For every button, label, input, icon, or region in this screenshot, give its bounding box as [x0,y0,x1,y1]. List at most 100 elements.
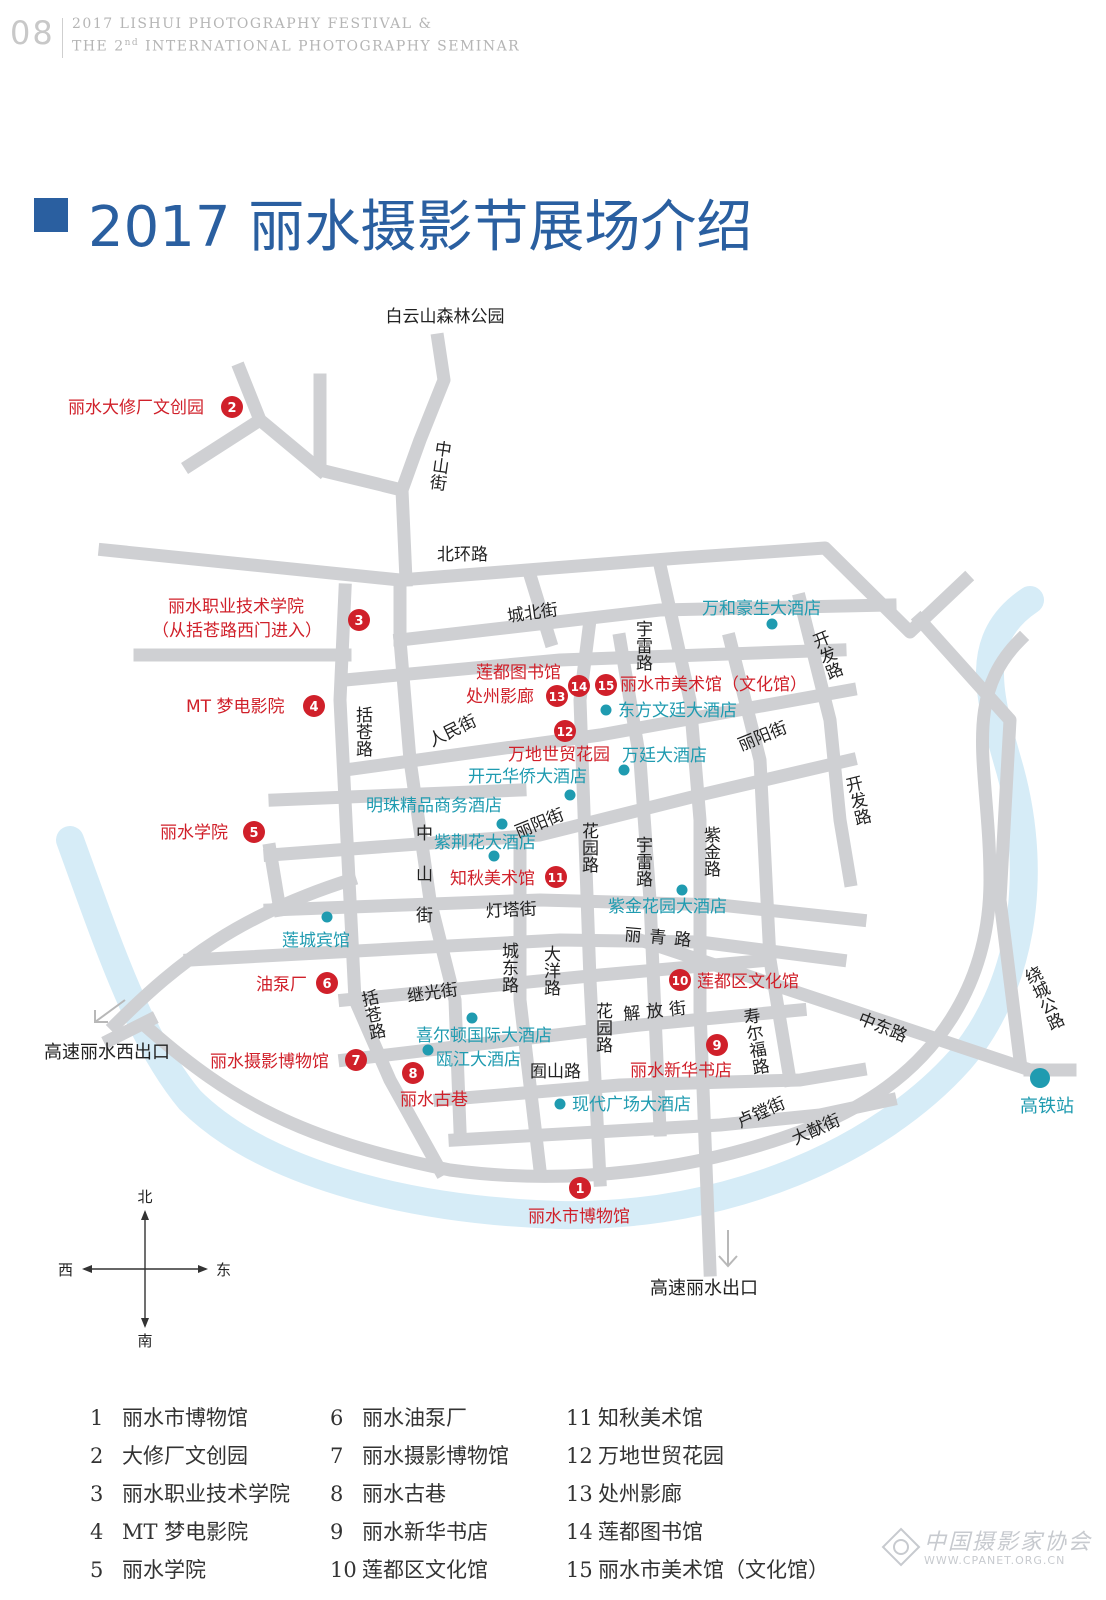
venue-number: 6 [322,977,331,992]
road-label: 北环路 [437,545,488,565]
compass-east: 东 [216,1261,231,1279]
road-label: 花园路 [592,1002,613,1053]
hotel-dot [600,704,612,716]
road-label: 人民街 [425,711,480,751]
venue-number: 15 [598,679,615,693]
hotel-dot [676,884,688,896]
compass-south: 南 [137,1332,152,1350]
city-map: 白云山森林公园 中山街 北环路 城北街 宇雷路 开发路 开发路 括苍路 人民街 … [44,307,1077,1350]
rail-station-label: 高铁站 [1020,1096,1074,1117]
hotel-dot [618,764,630,776]
venue-label-sub: （从括苍路西门进入） [152,621,322,641]
hotel-dot [766,618,778,630]
hotel-label: 万廷大酒店 [622,746,707,766]
watermark-logo-icon [881,1527,921,1567]
road-label: 灯塔街 [485,899,537,922]
venue-number: 14 [571,680,588,694]
road-label: 囿山路 [530,1062,581,1082]
venue-marker [348,609,370,631]
venue-label: 万地世贸花园 [508,745,610,765]
venue-label: MT 梦电影院 [186,697,284,717]
hotel-dot [496,818,508,830]
venue-label: 丽水市博物馆 [528,1207,630,1227]
venue-label: 油泵厂 [256,975,307,995]
road-label: 括苍路 [352,706,373,757]
hotel-label: 紫荆花大酒店 [434,833,536,853]
venue-number: 7 [351,1054,360,1069]
road-label: 紫金路 [700,826,721,877]
venue-number: 1 [575,1182,584,1197]
hotel-label: 东方文廷大酒店 [618,701,737,721]
hotel-label: 明珠精品商务酒店 [366,796,502,816]
map-label-top: 白云山森林公园 [386,307,505,327]
venue-marker [303,695,325,717]
rail-station-marker [1030,1068,1050,1088]
venue-label: 丽水职业技术学院 [168,597,304,617]
hotel-dot [564,789,576,801]
venue-label: 丽水学院 [160,823,228,843]
venue-markers: 丽水大修厂文创园 2 丽水职业技术学院 （从括苍路西门进入） 3 MT 梦电影院… [68,396,807,1227]
hotel-label: 喜尔顿国际大酒店 [416,1026,552,1046]
watermark-url: WWW.CPANET.ORG.CN [924,1554,1066,1567]
road-label: 城东路 [498,942,519,993]
hotel-label: 瓯江大酒店 [436,1050,521,1070]
venue-number: 2 [227,401,236,416]
venue-label: 丽水新华书店 [630,1061,732,1081]
venue-label: 莲都区文化馆 [697,972,799,992]
hotel-dot [554,1098,566,1110]
venue-marker [669,969,691,991]
hotel-label: 开元华侨大酒店 [468,767,587,787]
venue-marker [546,685,568,707]
venue-marker [554,720,576,742]
watermark: 中国摄影家协会 WWW.CPANET.ORG.CN [880,1518,1090,1588]
page-header: 08 2017 LISHUI PHOTOGRAPHY FESTIVAL & TH… [0,0,1106,70]
venue-marker [545,866,567,888]
venue-number: 12 [557,725,574,739]
venue-marker [316,972,338,994]
exit-label-west: 高速丽水西出口 [44,1042,170,1063]
venue-label: 丽水市美术馆（文化馆） [620,675,807,695]
venue-marker [221,396,243,418]
venue-marker [595,674,617,696]
hotel-dot [466,1012,478,1024]
road-label: 中山街 [412,824,433,947]
exit-arrows [94,999,738,1268]
title-square-marker [34,198,68,232]
venue-label: 丽水摄影博物馆 [210,1052,329,1072]
venue-marker [345,1049,367,1071]
hotel-label: 紫金花园大酒店 [608,897,727,917]
compass-north: 北 [137,1188,152,1206]
venue-number: 3 [354,614,363,629]
exit-label-south: 高速丽水出口 [650,1278,758,1299]
venue-marker [706,1034,728,1056]
venue-number: 13 [549,690,566,704]
venue-number: 4 [309,700,318,715]
venue-label: 知秋美术馆 [450,869,535,889]
road-label: 宇雷路 [632,836,653,887]
header-line-2: THE 2nd INTERNATIONAL PHOTOGRAPHY SEMINA… [72,38,521,55]
hotel-labels: 万和豪生大酒店 东方文廷大酒店 万廷大酒店 开元华侨大酒店 明珠精品商务酒店 紫… [282,598,821,1115]
venue-number: 9 [712,1039,721,1054]
hotel-dot [321,911,333,923]
compass-west: 西 [58,1261,73,1279]
road-label: 花园路 [578,822,599,873]
page-title: 2017 丽水摄影节展场介绍 [88,195,753,260]
hotel-label: 万和豪生大酒店 [702,598,821,619]
header-line-1: 2017 LISHUI PHOTOGRAPHY FESTIVAL & [72,16,433,32]
venue-number: 11 [548,871,565,885]
